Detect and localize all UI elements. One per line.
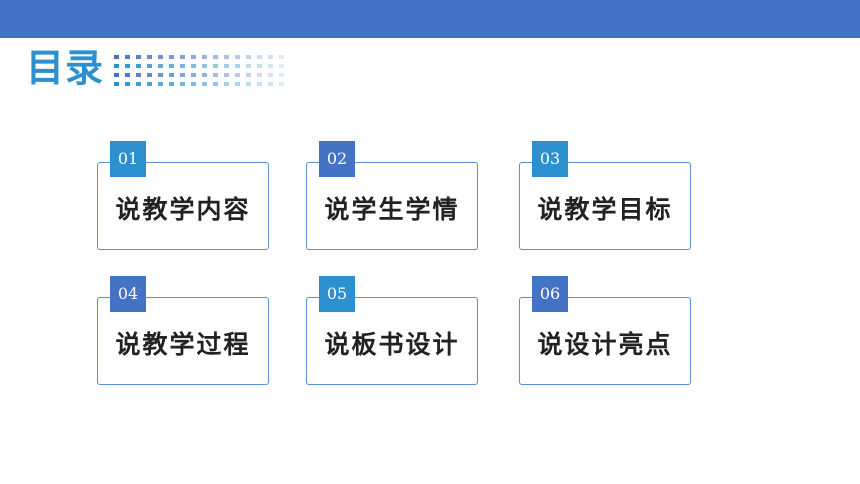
decorative-dot	[125, 55, 130, 59]
decorative-dot	[114, 73, 119, 77]
decorative-dot	[268, 73, 273, 77]
decorative-dot	[158, 64, 163, 68]
decorative-dot	[268, 82, 273, 86]
decorative-dot	[180, 64, 185, 68]
decorative-dot	[191, 73, 196, 77]
decorative-dots	[114, 55, 284, 86]
decorative-dot	[191, 82, 196, 86]
decorative-dot	[169, 73, 174, 77]
toc-item-4[interactable]: 04 说教学过程	[97, 276, 269, 385]
toc-number-1: 01	[110, 141, 146, 177]
toc-label-1: 说教学内容	[115, 195, 251, 224]
decorative-dot	[158, 55, 163, 59]
decorative-dot	[169, 55, 174, 59]
decorative-dot	[180, 82, 185, 86]
decorative-dot	[136, 82, 141, 86]
decorative-dot	[257, 64, 262, 68]
decorative-dot	[136, 73, 141, 77]
decorative-dot	[191, 55, 196, 59]
decorative-dot	[279, 55, 284, 59]
decorative-dot	[147, 73, 152, 77]
toc-item-6[interactable]: 06 说设计亮点	[519, 276, 691, 385]
decorative-dot	[224, 64, 229, 68]
decorative-dot	[191, 64, 196, 68]
decorative-dot	[147, 82, 152, 86]
toc-number-2: 02	[319, 141, 355, 177]
decorative-dot	[136, 64, 141, 68]
decorative-dot	[246, 55, 251, 59]
decorative-dot	[114, 55, 119, 59]
toc-label-5: 说板书设计	[324, 330, 460, 359]
decorative-dot	[235, 55, 240, 59]
decorative-dot	[279, 64, 284, 68]
decorative-dot	[279, 82, 284, 86]
decorative-dot	[268, 55, 273, 59]
decorative-dot	[224, 82, 229, 86]
toc-label-4: 说教学过程	[115, 330, 251, 359]
decorative-dot	[246, 82, 251, 86]
decorative-dot	[202, 82, 207, 86]
decorative-dot	[213, 73, 218, 77]
decorative-dot	[202, 73, 207, 77]
toc-label-2: 说学生学情	[324, 195, 460, 224]
decorative-dot	[279, 73, 284, 77]
top-banner	[0, 0, 860, 38]
decorative-dot	[136, 55, 141, 59]
toc-label-3: 说教学目标	[537, 195, 673, 224]
decorative-dot	[202, 64, 207, 68]
decorative-dot	[246, 64, 251, 68]
toc-number-3: 03	[532, 141, 568, 177]
toc-item-3[interactable]: 03 说教学目标	[519, 141, 691, 250]
decorative-dot	[213, 64, 218, 68]
decorative-dot	[147, 55, 152, 59]
toc-number-4: 04	[110, 276, 146, 312]
decorative-dot	[169, 82, 174, 86]
decorative-dot	[224, 55, 229, 59]
decorative-dot	[125, 73, 130, 77]
decorative-dot	[246, 73, 251, 77]
toc-item-2[interactable]: 02 说学生学情	[306, 141, 478, 250]
decorative-dot	[147, 64, 152, 68]
decorative-dot	[235, 64, 240, 68]
page-title: 目录	[26, 46, 105, 90]
toc-label-6: 说设计亮点	[537, 330, 673, 359]
decorative-dot	[202, 55, 207, 59]
decorative-dot	[125, 64, 130, 68]
decorative-dot	[257, 73, 262, 77]
decorative-dot	[114, 82, 119, 86]
decorative-dot	[224, 73, 229, 77]
decorative-dot	[257, 82, 262, 86]
decorative-dot	[257, 55, 262, 59]
decorative-dot	[158, 82, 163, 86]
decorative-dot	[180, 73, 185, 77]
toc-number-6: 06	[532, 276, 568, 312]
decorative-dot	[235, 73, 240, 77]
decorative-dot	[125, 82, 130, 86]
toc-item-1[interactable]: 01 说教学内容	[97, 141, 269, 250]
decorative-dot	[268, 64, 273, 68]
decorative-dot	[180, 55, 185, 59]
decorative-dot	[169, 64, 174, 68]
decorative-dot	[235, 82, 240, 86]
decorative-dot	[213, 55, 218, 59]
toc-item-5[interactable]: 05 说板书设计	[306, 276, 478, 385]
decorative-dot	[213, 82, 218, 86]
decorative-dot	[114, 64, 119, 68]
toc-number-5: 05	[319, 276, 355, 312]
decorative-dot	[158, 73, 163, 77]
